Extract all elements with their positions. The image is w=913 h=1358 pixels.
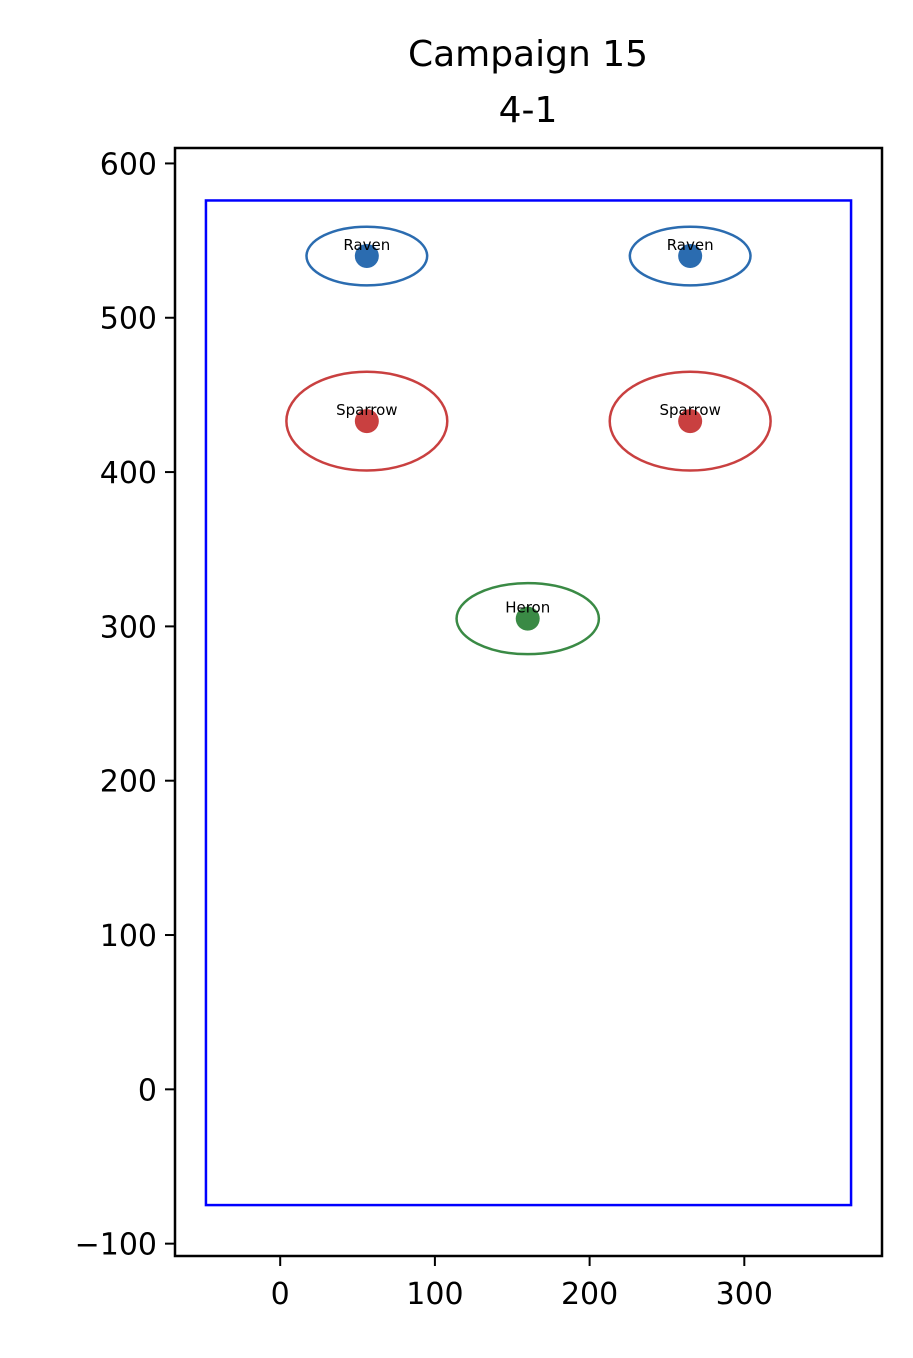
- chart-subtitle: 4-1: [499, 90, 558, 131]
- y-tick-label: 300: [100, 610, 157, 645]
- point-label-sparrow: Sparrow: [336, 401, 397, 419]
- point-label-raven: Raven: [343, 236, 390, 254]
- y-tick-label: 600: [100, 147, 157, 182]
- range-ellipse-raven: [305, 225, 429, 287]
- point-layer: [354, 244, 703, 631]
- y-axis: −100 0 100 200 300 400 500 600: [75, 147, 175, 1263]
- x-axis: 0 100 200 300: [271, 1256, 773, 1312]
- scatter-point-heron: [515, 606, 540, 631]
- ellipse-layer: [285, 225, 772, 656]
- y-tick-label: 500: [100, 302, 157, 337]
- plot-area-frame: [173, 146, 884, 1258]
- x-tick-label: 300: [716, 1277, 773, 1312]
- range-ellipse-heron: [455, 581, 601, 656]
- chart-title: Campaign 15: [408, 34, 648, 75]
- point-label-raven: Raven: [667, 236, 714, 254]
- x-tick-label: 200: [561, 1277, 618, 1312]
- boundary-rect: [204, 199, 853, 1207]
- y-tick-label: 400: [100, 456, 157, 491]
- y-tick-label: 0: [138, 1073, 157, 1108]
- scatter-point-sparrow: [678, 409, 703, 434]
- scatter-point-sparrow: [354, 409, 379, 434]
- y-tick-label: 200: [100, 765, 157, 800]
- y-tick-label: −100: [75, 1228, 157, 1263]
- boundary-layer: [204, 199, 853, 1207]
- point-label-heron: Heron: [505, 599, 550, 617]
- x-tick-label: 100: [406, 1277, 463, 1312]
- scatter-point-raven: [678, 244, 703, 269]
- range-ellipse-raven: [628, 225, 752, 287]
- range-ellipse-sparrow: [608, 370, 772, 472]
- point-label-sparrow: Sparrow: [659, 401, 720, 419]
- x-tick-label: 0: [271, 1277, 290, 1312]
- range-ellipse-sparrow: [285, 370, 449, 472]
- y-tick-label: 100: [100, 919, 157, 954]
- scatter-point-raven: [354, 244, 379, 269]
